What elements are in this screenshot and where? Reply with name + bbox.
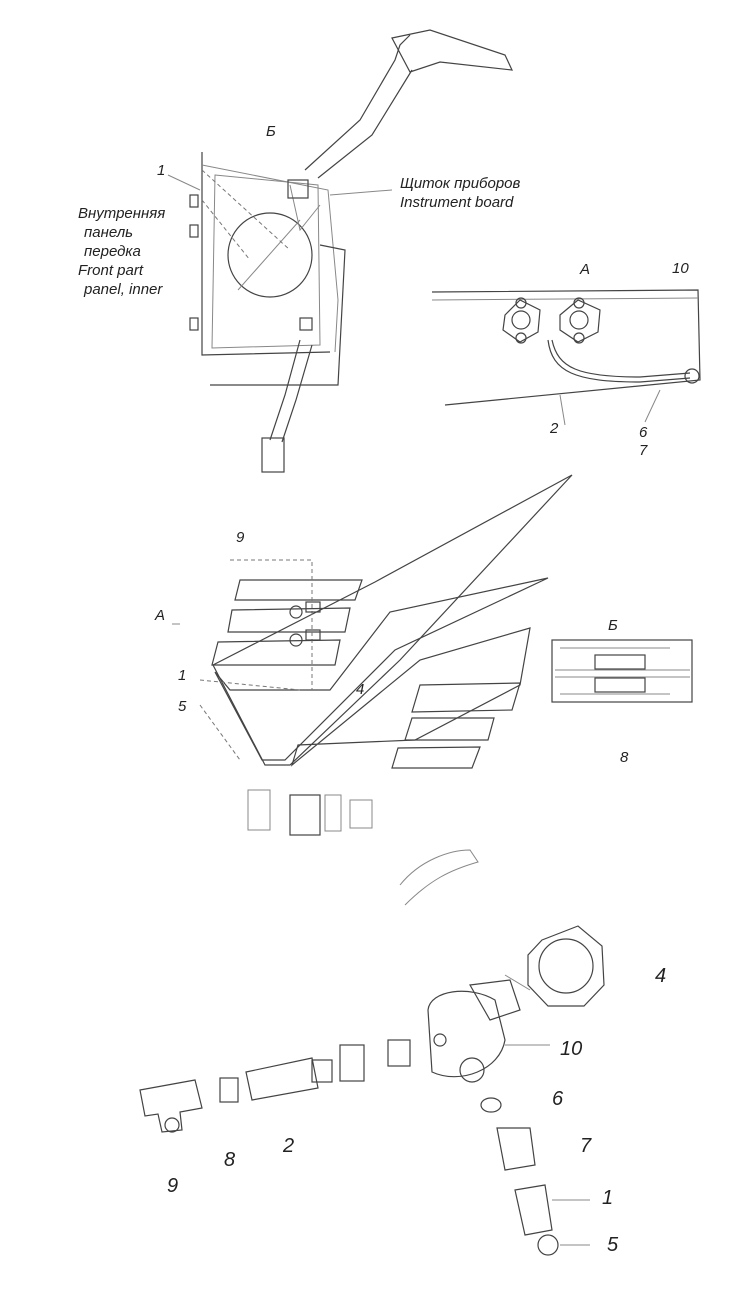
- inner-panel-ru-2: панель: [84, 224, 134, 241]
- pedal-arm-upper: [304, 34, 411, 171]
- nut-4: [527, 925, 605, 1007]
- fitting-7: [496, 1127, 536, 1171]
- valve-lower: [289, 633, 303, 647]
- view-a-title: А: [580, 261, 591, 278]
- flange-left: [502, 297, 541, 344]
- pedal-housing: [227, 212, 313, 298]
- clamp-5: [537, 1234, 559, 1256]
- slat-3: [211, 639, 341, 666]
- thread-neck: [469, 979, 521, 1021]
- chevron-panel-outer: [212, 474, 573, 766]
- washer-6: [480, 1097, 502, 1113]
- inner-panel-note: Внутренняя панель передка Front part pan…: [78, 204, 165, 299]
- fitting-6-7: [684, 368, 700, 384]
- section-b-title: Б: [608, 617, 618, 634]
- body-10: [427, 990, 550, 1083]
- view-a-callout-10: 10: [672, 260, 689, 277]
- tube-2: [547, 339, 691, 383]
- pedal-pad: [391, 29, 513, 73]
- front-panel-outline: [201, 152, 331, 356]
- exploded-callout-10: 10: [560, 1038, 583, 1060]
- exploded-callout-8: 8: [224, 1149, 236, 1171]
- rod-end: [261, 437, 285, 473]
- section-b-callout-8: 8: [620, 749, 629, 766]
- view-a-plate: [431, 289, 701, 426]
- flange-right: [559, 297, 601, 344]
- panel-plate: [211, 174, 321, 349]
- view-a-callout-2: 2: [550, 420, 559, 437]
- instrument-board-ru: Щиток приборов: [400, 175, 521, 192]
- top-section-mark: Б: [266, 123, 276, 140]
- top-pedal-view: [167, 29, 513, 473]
- inner-panel-en-2: panel, inner: [84, 281, 163, 298]
- middle-callout-9: 9: [236, 529, 245, 546]
- inner-panel-ru-1: Внутренняя: [78, 205, 166, 222]
- pedal-rod-lower: [269, 339, 301, 441]
- instrument-board-en: Instrument board: [400, 194, 514, 211]
- valve-upper: [289, 605, 303, 619]
- leader-1: [201, 169, 291, 251]
- section-b-view: [551, 639, 693, 703]
- bracket: [287, 179, 309, 199]
- slat-6: [391, 746, 481, 769]
- dim-line-9: [230, 559, 313, 690]
- exploded-callout-6: 6: [552, 1088, 564, 1110]
- slat-5: [404, 717, 495, 741]
- inner-panel-ru-3: передка: [84, 243, 141, 260]
- tube-1: [514, 1184, 553, 1236]
- section-body: [551, 639, 693, 703]
- middle-callout-1: 1: [178, 667, 187, 684]
- exploded-callout-2: 2: [283, 1135, 295, 1157]
- middle-arrow-a: А: [155, 607, 166, 624]
- exploded-callout-5: 5: [607, 1234, 619, 1256]
- plate-outline: [431, 289, 701, 406]
- middle-assembly-view: [172, 474, 573, 906]
- middle-callout-4: 4: [356, 681, 365, 698]
- slat-2: [227, 607, 351, 633]
- view-a-callout-7: 7: [639, 442, 648, 459]
- tee-9: [139, 1079, 203, 1133]
- lower-fittings: [247, 789, 479, 906]
- instrument-board-note: Щиток приборов Instrument board: [400, 174, 520, 212]
- view-a-callout-6: 6: [639, 424, 648, 441]
- lower-panel: [210, 244, 346, 386]
- slat-4: [411, 682, 521, 713]
- middle-callout-5: 5: [178, 698, 187, 715]
- exploded-callout-9: 9: [167, 1175, 179, 1197]
- panel-inner-line: [201, 164, 339, 353]
- hose-2: [245, 1057, 319, 1101]
- exploded-callout-1: 1: [602, 1187, 614, 1209]
- top-callout-1: 1: [157, 162, 166, 179]
- chevron-panel-middle: [214, 577, 549, 761]
- exploded-callout-7: 7: [580, 1135, 592, 1157]
- inner-panel-en-1: Front part: [78, 262, 144, 279]
- exploded-view: [139, 925, 605, 1256]
- slat-1: [234, 579, 363, 601]
- exploded-callout-4: 4: [655, 965, 667, 987]
- coupling-chain: [219, 1039, 411, 1103]
